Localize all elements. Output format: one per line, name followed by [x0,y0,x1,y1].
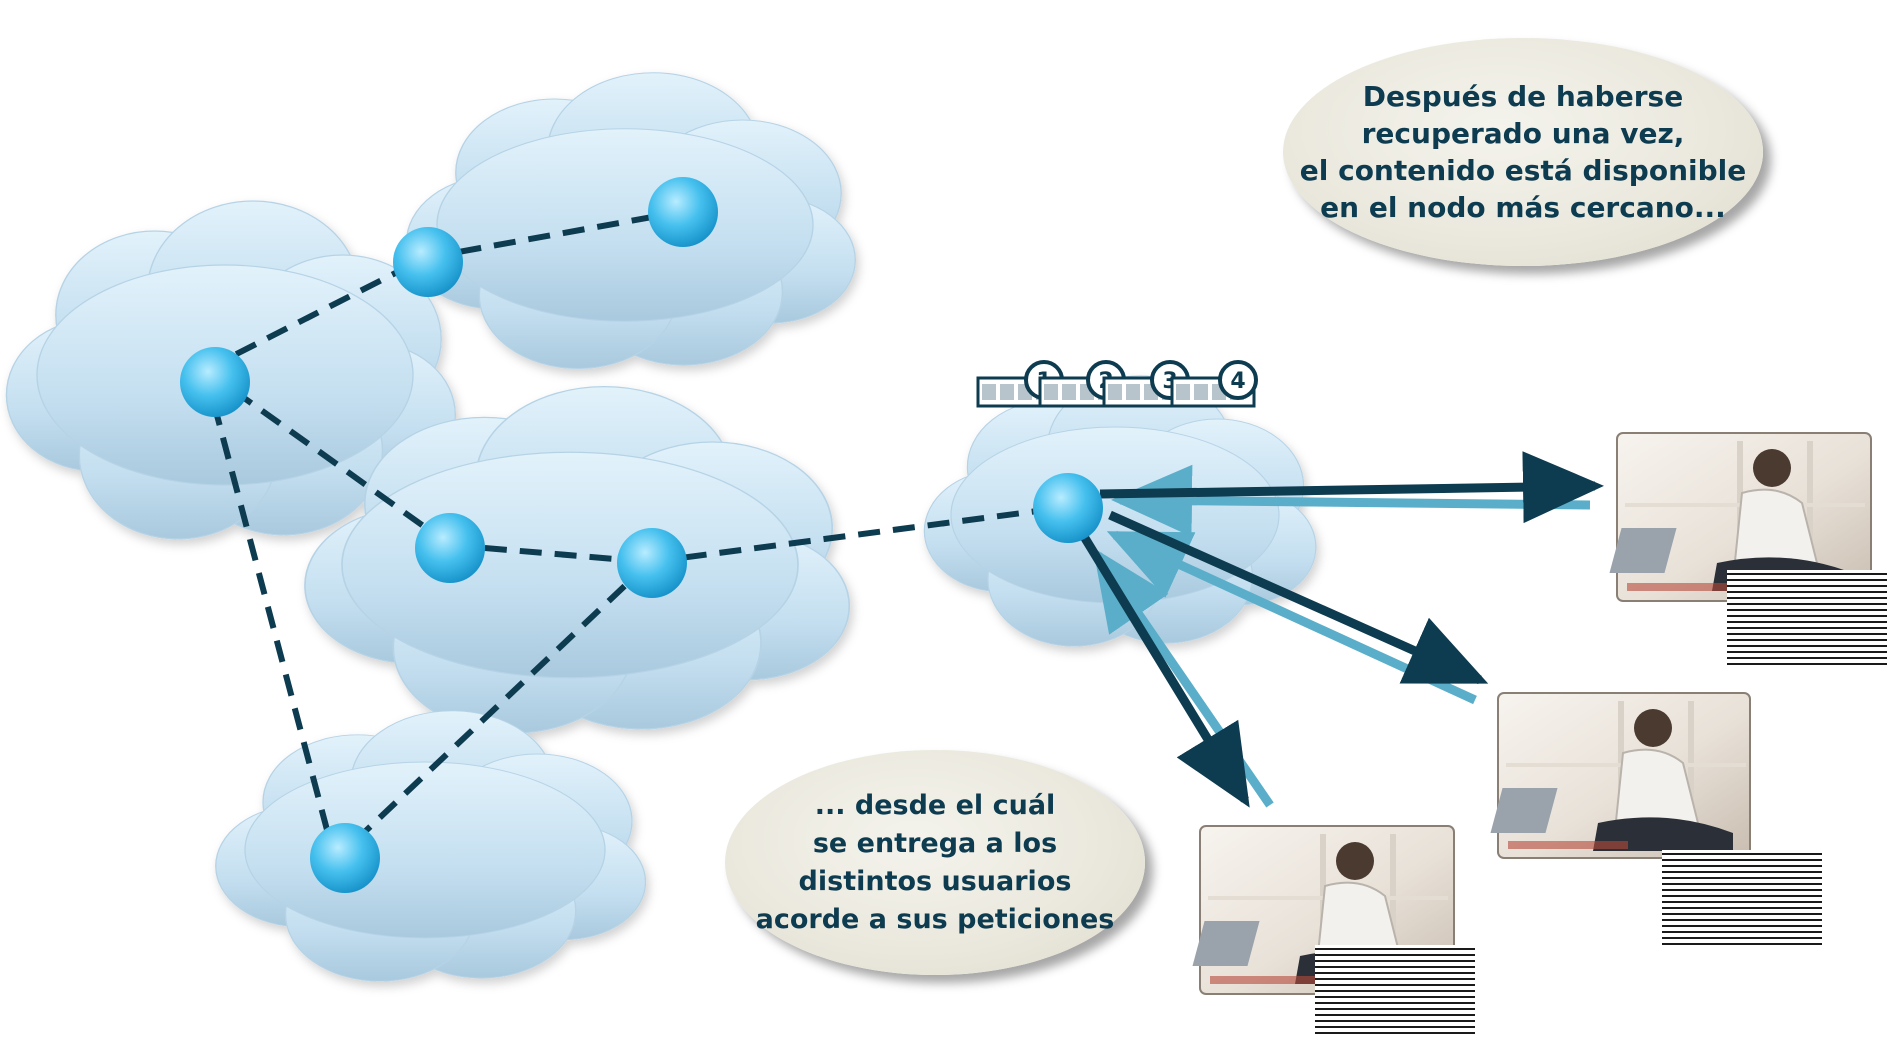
node-bottom [310,823,380,893]
cloud-top [406,73,855,369]
callout-bottom-line: acorde a sus peticiones [755,903,1115,935]
content-chunks: 1 2 3 4 [976,360,1258,408]
cloud-bottom [216,711,646,981]
callout-bottom-line: ... desde el cuál [814,789,1056,821]
user-photo-1 [1609,432,1872,602]
node-edge [1033,473,1103,543]
node-left [180,347,250,417]
node-top-right [648,177,718,247]
arrow-deliver-user-3 [1076,527,1250,808]
link-1 [203,255,427,373]
stripe-overlays [1315,570,1887,1040]
user-photo-2 [1490,692,1751,859]
arrow-request-user-1 [1111,464,1591,537]
callout-bottom-line: distintos usuarios [798,865,1072,897]
callout-top: Después de haberse recuperado una vez, e… [1283,38,1763,266]
chunk-number: 4 [1230,369,1245,394]
arrow-deliver-user-2 [1108,510,1489,685]
link-3 [203,367,452,548]
content-chunk-2: 2 [1038,360,1126,408]
callout-bottom: ... desde el cuál se entrega a los disti… [725,750,1145,975]
arrow-deliver-user-1 [1099,451,1604,524]
delivery-arrows [1076,451,1604,808]
link-6 [332,559,653,863]
callout-bottom-line: se entrega a los [812,827,1058,859]
network-links [202,209,1061,863]
callout-top-line: Después de haberse [1362,80,1684,113]
callout-top-line: recuperado una vez, [1361,117,1685,150]
stripe-overlay-2 [1662,850,1822,950]
callout-top-line: en el nodo más cercano... [1320,191,1726,224]
network-nodes [180,177,1103,893]
node-top-left [393,227,463,297]
node-middle-right [617,528,687,598]
stripe-overlay-3 [1315,945,1475,1040]
link-2 [424,209,681,261]
stripe-overlay-1 [1727,570,1887,670]
callout-top-line: el contenido está disponible [1299,154,1747,187]
cloud-edge-node [924,376,1316,646]
link-4 [202,369,338,861]
content-chunk-4: 4 [1170,360,1258,408]
node-middle-left [415,513,485,583]
